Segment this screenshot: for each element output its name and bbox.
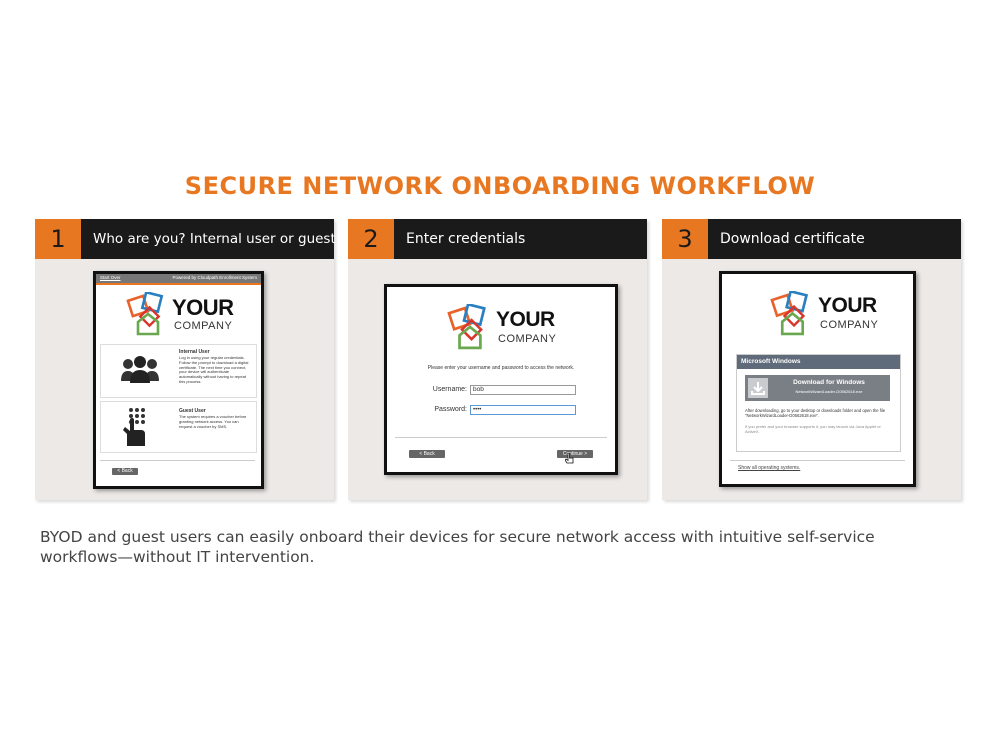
back-button[interactable]: < Back	[112, 468, 138, 475]
download-filename: NetworkWizardLoader-D0562618.exe	[795, 389, 863, 394]
os-header-label: Microsoft Windows	[741, 358, 801, 365]
download-title: Download for Windows	[793, 379, 865, 386]
alternate-launch-text: If you prefer and your browser supports …	[745, 424, 881, 434]
download-button[interactable]: Download for Windows NetworkWizardLoader…	[745, 375, 890, 401]
username-value: bob	[473, 386, 484, 393]
page-title: SECURE NETWORK ONBOARDING WORKFLOW	[184, 172, 816, 200]
company-logo: YOUR COMPANY	[447, 304, 567, 352]
step-2-number: 2	[348, 219, 394, 259]
group-icon	[121, 356, 159, 383]
step-3-panel: 3 Download certificate YOUR COMPANY Micr…	[662, 219, 961, 500]
screen-divider	[395, 437, 607, 438]
credentials-prompt: Please enter your username and password …	[427, 365, 575, 371]
step-2-panel: 2 Enter credentials YOUR COMPANY Please …	[348, 219, 647, 500]
logo-company-text: COMPANY	[498, 333, 557, 345]
step-3-label: Download certificate	[720, 231, 865, 247]
download-icon	[751, 382, 765, 395]
logo-mark-icon	[770, 291, 809, 336]
step-2-screenshot: YOUR COMPANY Please enter your username …	[384, 284, 618, 475]
guest-user-title: Guest User	[179, 408, 206, 414]
screen-divider	[100, 460, 255, 461]
logo-mark-icon	[447, 304, 486, 350]
step-2-label: Enter credentials	[406, 231, 526, 247]
guest-user-text: The system requires a voucher before gra…	[179, 414, 247, 429]
logo-your-text: YOUR	[496, 308, 555, 331]
step-3-header: 3 Download certificate	[662, 219, 961, 259]
step-1-number: 1	[35, 219, 81, 259]
internal-user-text: Log in using your regular credentials. F…	[179, 355, 249, 384]
password-field[interactable]: ••••	[470, 405, 576, 415]
download-icon-box	[748, 378, 768, 398]
screen-topbar: Start Over Powered by Cloudpath Enrollme…	[96, 274, 261, 283]
step-1-header: 1 Who are you? Internal user or guest?	[35, 219, 343, 259]
step-1-screenshot: Start Over Powered by Cloudpath Enrollme…	[93, 271, 264, 489]
caption-text: BYOD and guest users can easily onboard …	[40, 528, 875, 566]
back-button[interactable]: < Back	[409, 450, 445, 458]
company-logo: YOUR COMPANY	[126, 292, 236, 336]
logo-company-text: COMPANY	[174, 320, 233, 332]
internal-user-option[interactable]: Internal User Log in using your regular …	[100, 344, 257, 398]
password-label: Password:	[434, 406, 467, 413]
os-section: Microsoft Windows Download for Windows N…	[736, 354, 901, 452]
username-field[interactable]: bob	[470, 385, 576, 395]
screen-divider	[730, 460, 905, 461]
step-3-number: 3	[662, 219, 708, 259]
step-3-screenshot: YOUR COMPANY Microsoft Windows Download …	[719, 271, 916, 487]
step-1-label: Who are you? Internal user or guest?	[93, 231, 343, 247]
guest-user-option[interactable]: Guest User The system requires a voucher…	[100, 401, 257, 453]
logo-your-text: YOUR	[818, 294, 877, 317]
username-label: Username:	[432, 386, 467, 393]
keypad-hand-icon	[123, 408, 145, 446]
start-over-link[interactable]: Start Over	[100, 275, 121, 280]
os-header: Microsoft Windows	[737, 355, 900, 369]
company-logo: YOUR COMPANY	[770, 291, 885, 337]
step-2-header: 2 Enter credentials	[348, 219, 647, 259]
powered-by-text: Powered by Cloudpath Enrollment System	[172, 275, 257, 280]
download-instructions: After downloading, go to your desktop or…	[745, 408, 886, 418]
internal-user-title: Internal User	[179, 349, 210, 355]
continue-button[interactable]: Continue >	[557, 450, 593, 458]
logo-your-text: YOUR	[172, 295, 234, 320]
pointer-hand-icon	[565, 453, 574, 464]
password-value: ••••	[473, 407, 482, 413]
step-1-panel: 1 Who are you? Internal user or guest? S…	[35, 219, 343, 500]
show-all-os-link[interactable]: Show all operating systems.	[738, 465, 801, 471]
logo-company-text: COMPANY	[820, 319, 879, 331]
screen-accent-bar	[96, 283, 261, 285]
logo-mark-icon	[126, 292, 164, 336]
